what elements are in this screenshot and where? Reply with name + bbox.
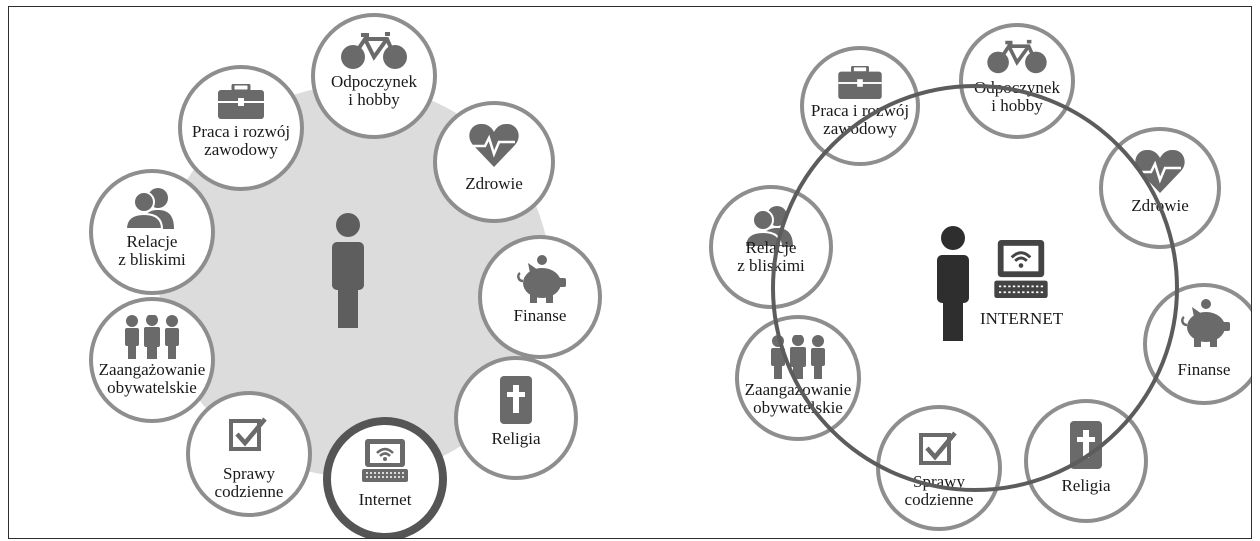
bicycle-icon [987, 39, 1047, 74]
people-icon [124, 188, 174, 229]
node-zdrowie: Zdrowie [433, 101, 555, 223]
node-label: Praca i rozwój zawodowy [172, 123, 310, 159]
checkbox-icon [229, 417, 267, 451]
label-line: Relacje [126, 232, 178, 251]
label-line: i hobby [348, 90, 400, 109]
node-label: Sprawy codzienne [180, 465, 318, 501]
piggy-bank-icon [1181, 299, 1230, 347]
person-icon [332, 213, 364, 328]
node-label: Zdrowie [427, 175, 561, 193]
node-zaangazowanie: Zaangażowanie obywatelskie [89, 297, 215, 423]
node-label: Religia [448, 430, 584, 448]
label-line: obywatelskie [107, 378, 197, 397]
briefcase-icon [218, 84, 264, 119]
internet-boundary-circle [771, 84, 1179, 492]
label-line: codzienne [214, 482, 284, 501]
label-line: Praca i rozwój [191, 122, 291, 141]
label-line: Zaangażowanie [98, 360, 206, 379]
diagram-after: INTERNET Praca i rozwój zawodowy [649, 7, 1251, 538]
node-label: Odpoczynek i hobby [305, 73, 443, 109]
label-line: Zdrowie [465, 174, 523, 193]
node-label: Internet [321, 491, 449, 509]
label-line: Religia [1061, 476, 1111, 495]
node-label: Relacje z bliskimi [83, 233, 221, 269]
node-religia: Religia [454, 356, 578, 480]
heart-pulse-icon [469, 123, 519, 167]
label-line: Finanse [1177, 360, 1231, 379]
laptop-wifi-icon [362, 439, 408, 482]
label-line: Odpoczynek [331, 72, 417, 91]
heart-pulse-icon [1135, 149, 1185, 193]
diagram-before: Praca i rozwój zawodowy Odpoczynek i hob… [9, 7, 609, 538]
label-line: zawodowy [204, 140, 278, 159]
label-line: codzienne [904, 490, 974, 509]
group-icon [125, 315, 179, 359]
node-odpoczynek: Odpoczynek i hobby [311, 13, 437, 139]
bible-cross-icon [500, 376, 532, 424]
node-label: Zaangażowanie obywatelskie [83, 361, 221, 397]
label-line: Finanse [513, 306, 567, 325]
label-line: Sprawy [223, 464, 275, 483]
node-label: Finanse [472, 307, 608, 325]
label-line: Religia [491, 429, 541, 448]
node-label: Finanse [1137, 360, 1251, 379]
node-praca: Praca i rozwój zawodowy [178, 65, 304, 191]
briefcase-icon [838, 66, 882, 100]
node-relacje: Relacje z bliskimi [89, 169, 215, 295]
piggy-bank-icon [517, 255, 566, 303]
node-label: Religia [1018, 477, 1154, 495]
node-internet: Internet [321, 417, 449, 538]
node-sprawy: Sprawy codzienne [186, 391, 312, 517]
label-line: Internet [358, 490, 412, 509]
label-line: z bliskimi [118, 250, 186, 269]
bicycle-icon [341, 32, 407, 69]
node-finanse: Finanse [478, 235, 602, 359]
figure-frame: Praca i rozwój zawodowy Odpoczynek i hob… [8, 6, 1252, 539]
